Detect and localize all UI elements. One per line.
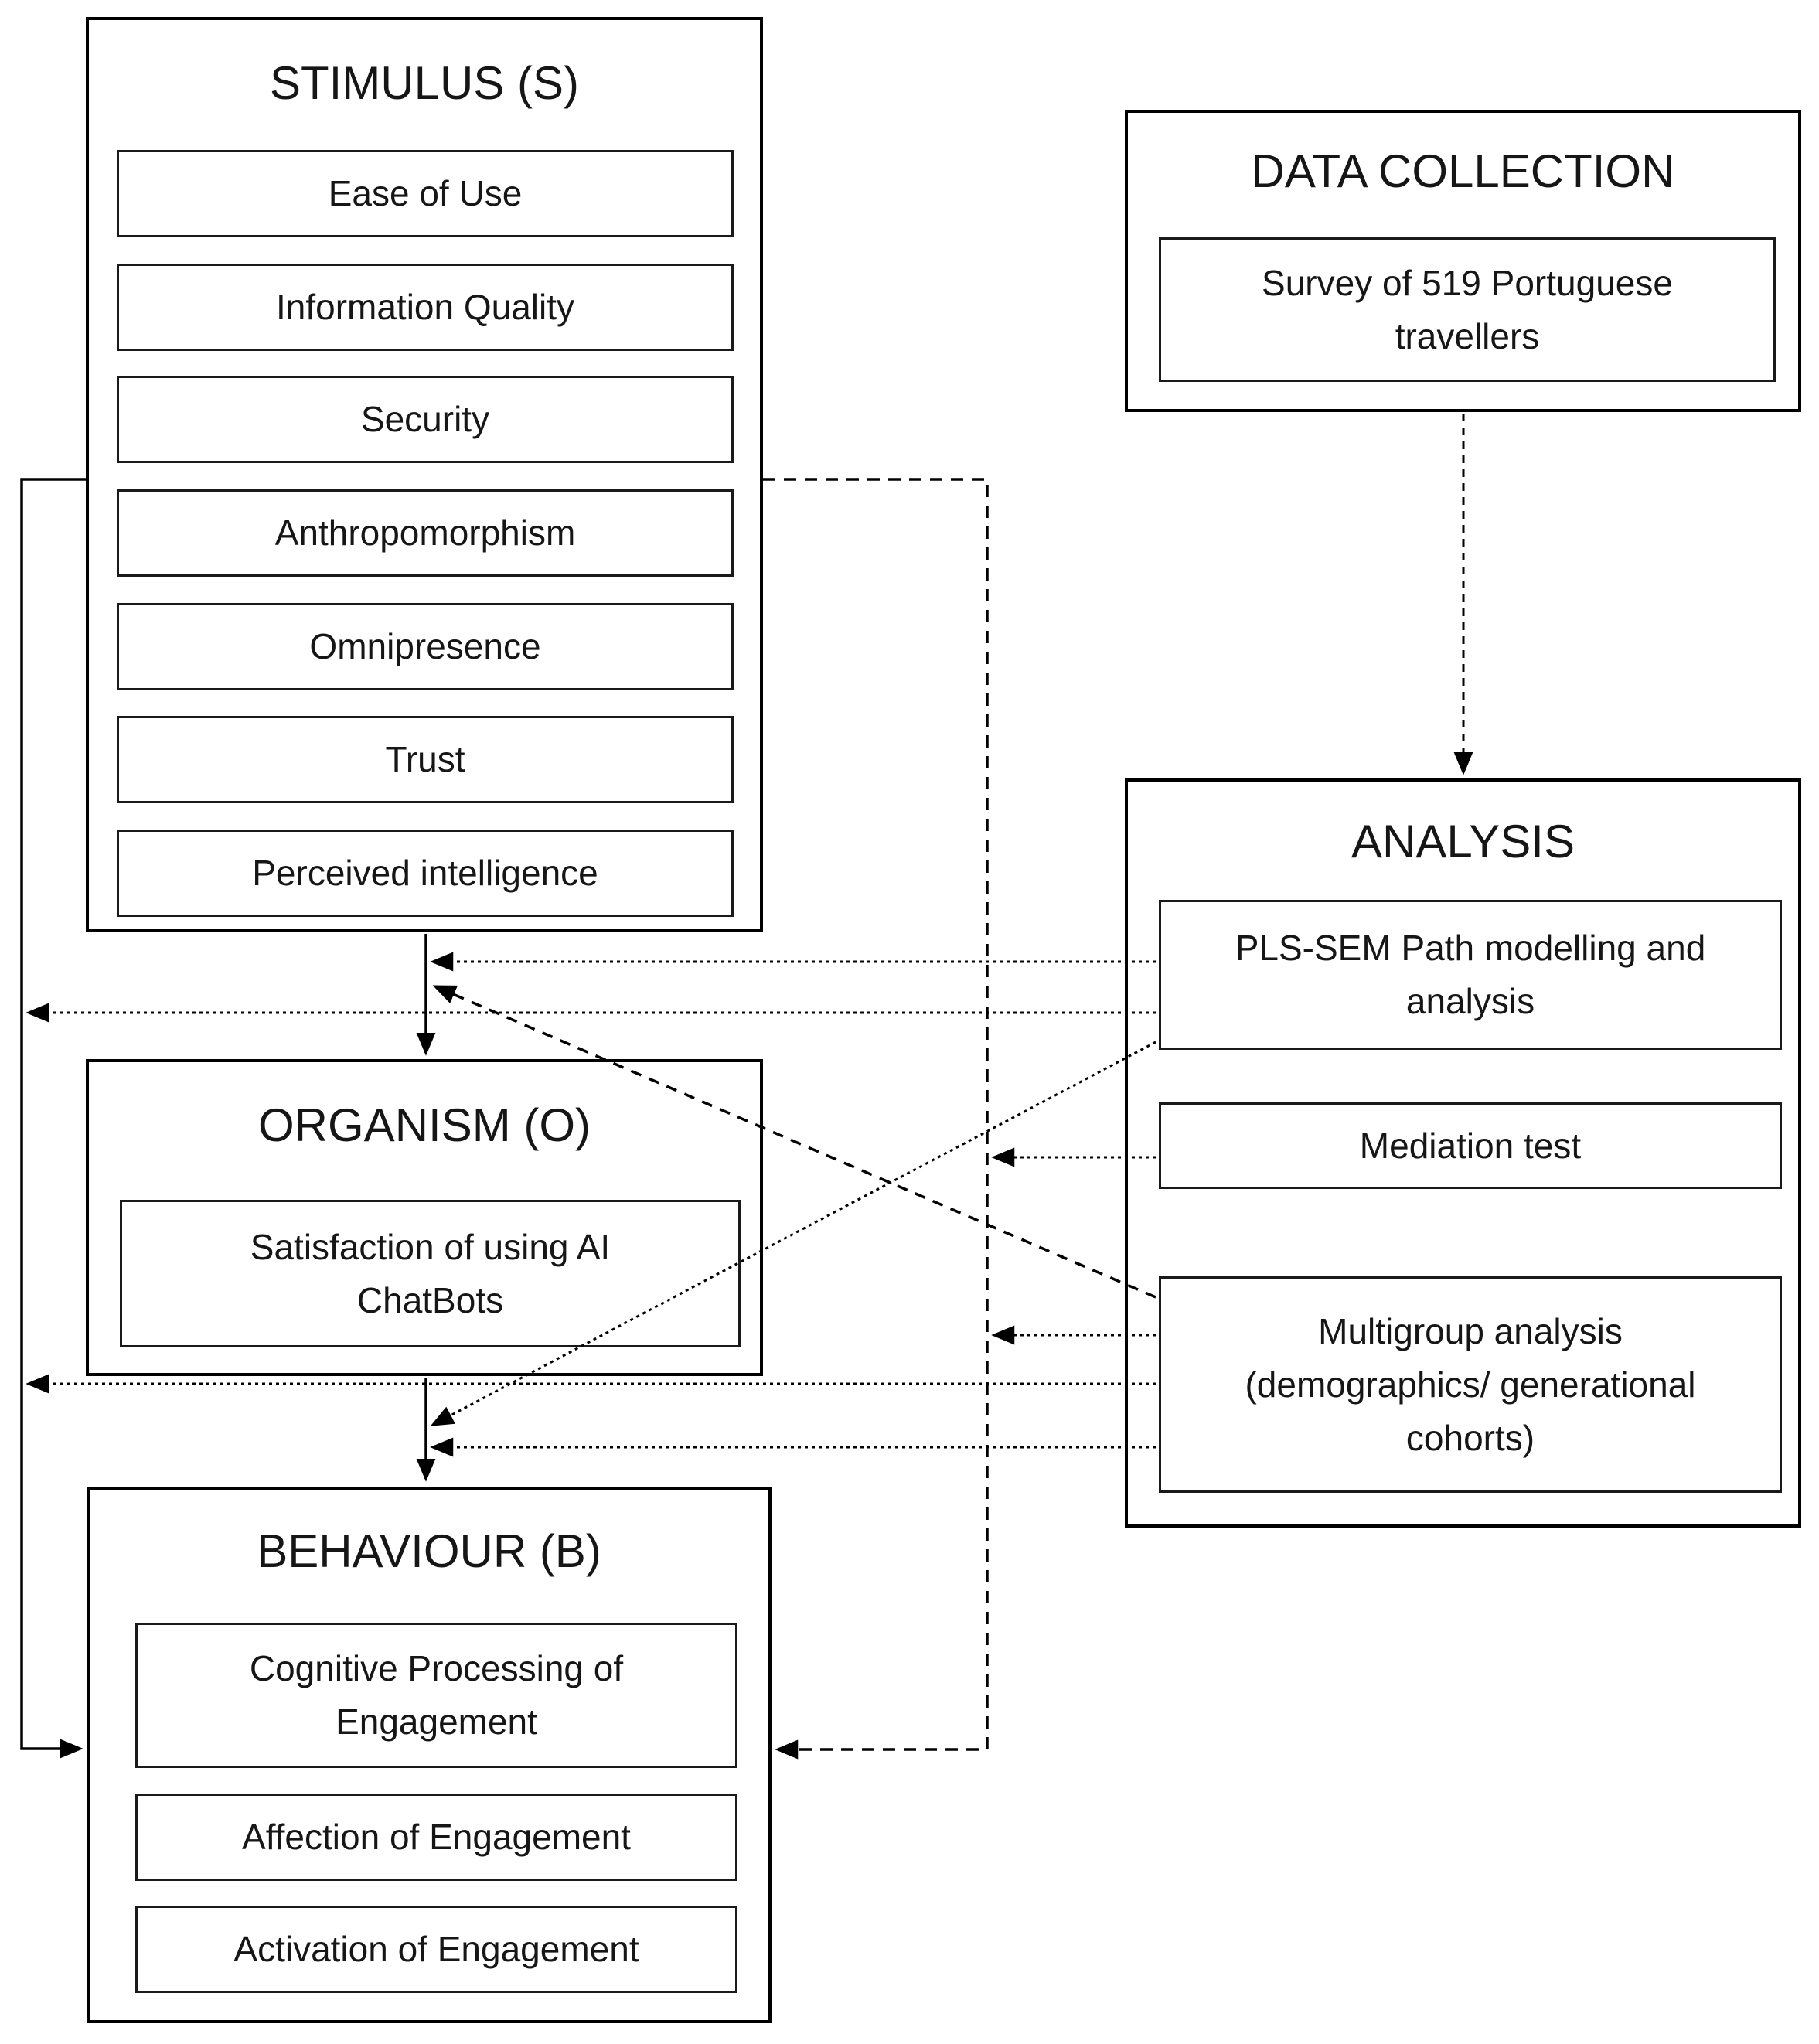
stimulus-item-anthropomorphism: Anthropomorphism xyxy=(117,489,734,577)
label: Multigroup analysis (demographics/ gener… xyxy=(1245,1310,1696,1458)
organism-panel: ORGANISM (O) Satisfaction of using AI Ch… xyxy=(86,1059,763,1376)
stimulus-item-omnipresence: Omnipresence xyxy=(117,603,734,690)
behaviour-title: BEHAVIOUR (B) xyxy=(257,1525,601,1577)
arrow-stimulus-to-behaviour-left xyxy=(20,478,86,1759)
label: Omnipresence xyxy=(309,626,541,666)
label: Ease of Use xyxy=(328,173,523,213)
label: Mediation test xyxy=(1359,1125,1582,1166)
label: Trust xyxy=(385,739,465,779)
label: PLS-SEM Path modelling and analysis xyxy=(1235,928,1706,1021)
analysis-title: ANALYSIS xyxy=(1351,816,1575,867)
label: Survey of 519 Portuguese travellers xyxy=(1262,262,1673,356)
behaviour-panel: BEHAVIOUR (B) Cognitive Processing of En… xyxy=(87,1487,772,2023)
analysis-item-pls-sem: PLS-SEM Path modelling and analysis xyxy=(1159,900,1782,1050)
arrow-stimulus-to-behaviour-right-dashed xyxy=(763,478,989,1760)
label: Information Quality xyxy=(275,287,575,327)
stimulus-item-trust: Trust xyxy=(117,716,734,803)
label: Affection of Engagement xyxy=(242,1817,631,1857)
label: Perceived intelligence xyxy=(252,853,598,893)
stimulus-item-ease-of-use: Ease of Use xyxy=(117,150,734,237)
label: Activation of Engagement xyxy=(233,1929,639,1969)
stimulus-panel: STIMULUS (S) Ease of Use Information Qua… xyxy=(86,17,763,932)
analysis-item-multigroup: Multigroup analysis (demographics/ gener… xyxy=(1159,1276,1782,1493)
organism-item-satisfaction: Satisfaction of using AI ChatBots xyxy=(120,1200,741,1347)
label: Cognitive Processing of Engagement xyxy=(249,1648,624,1742)
data-collection-title: DATA COLLECTION xyxy=(1251,145,1675,197)
data-collection-panel: DATA COLLECTION Survey of 519 Portuguese… xyxy=(1125,110,1801,412)
organism-title: ORGANISM (O) xyxy=(258,1099,591,1151)
stimulus-title: STIMULUS (S) xyxy=(269,57,580,109)
label: Security xyxy=(360,399,490,439)
analysis-panel: ANALYSIS PLS-SEM Path modelling and anal… xyxy=(1125,778,1801,1528)
label: Anthropomorphism xyxy=(274,513,576,553)
data-collection-item-survey: Survey of 519 Portuguese travellers xyxy=(1159,237,1776,382)
stimulus-item-information-quality: Information Quality xyxy=(117,264,734,351)
label: Satisfaction of using AI ChatBots xyxy=(250,1226,611,1320)
behaviour-item-activation: Activation of Engagement xyxy=(135,1906,737,1993)
analysis-item-mediation-test: Mediation test xyxy=(1159,1102,1782,1189)
stimulus-item-perceived-intelligence: Perceived intelligence xyxy=(117,830,734,917)
behaviour-item-cognitive-processing: Cognitive Processing of Engagement xyxy=(135,1623,737,1768)
behaviour-item-affection: Affection of Engagement xyxy=(135,1794,737,1881)
stimulus-item-security: Security xyxy=(117,376,734,463)
